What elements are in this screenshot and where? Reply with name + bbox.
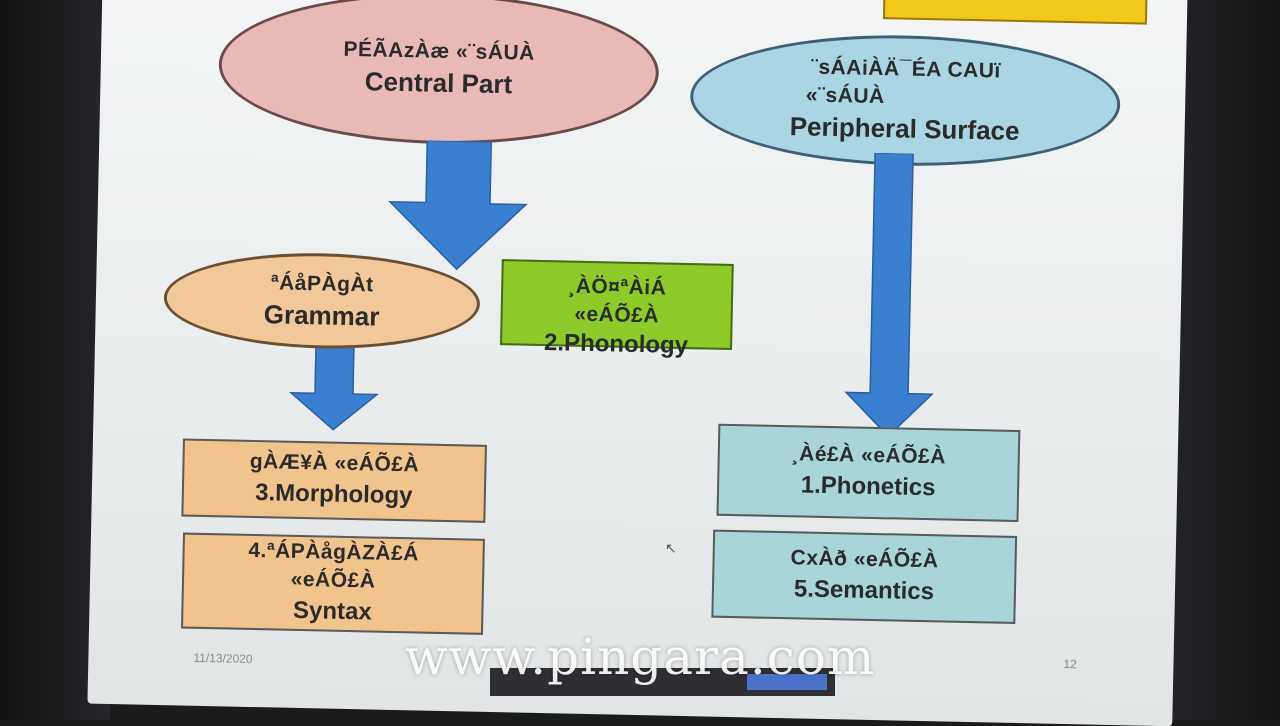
semantics-label: 5.Semantics — [793, 575, 935, 606]
morphology-box: gÀÆ¥À «eÁÕ£À 3.Morphology — [181, 438, 487, 523]
grammar-label: Grammar — [263, 298, 380, 332]
peripheral-surface-ellipse: ¨sÁAiÀÄ¯ÉA CAUï «¨sÁUÀ Peripheral Surfac… — [688, 31, 1122, 171]
toolbar-blue-button[interactable] — [747, 674, 827, 690]
central-part-ellipse: PÉÃAzÀæ «¨sÁUÀ Central Part — [217, 0, 661, 149]
mouse-cursor-icon: ↖ — [665, 540, 677, 556]
peripheral-surface-label: Peripheral Surface — [789, 111, 1020, 146]
syntax-label: Syntax — [292, 596, 373, 626]
phonology-label: 2.Phonology — [543, 329, 689, 360]
yellow-header-bar — [882, 0, 1148, 25]
presentation-slide: PÉÃAzÀæ «¨sÁUÀ Central Part ¨sÁAiÀÄ¯ÉA C… — [87, 0, 1188, 726]
watermark-text: www.pingara.com — [404, 628, 876, 686]
phonology-kannada-1: ¸ÀÖ¤ªÀiÁ — [567, 274, 667, 300]
syntax-box: 4.ªÁPÀågÀZÀ£Á «eÁÕ£À Syntax — [181, 532, 485, 635]
syntax-kannada-1: 4.ªÁPÀågÀZÀ£Á — [248, 538, 420, 566]
phonetics-kannada: ¸Àé£À «eÁÕ£À — [791, 442, 947, 469]
phonology-box: ¸ÀÖ¤ªÀiÁ «eÁÕ£À 2.Phonology — [500, 259, 734, 359]
arrow-grammar-to-morphology — [288, 340, 380, 431]
morphology-kannada: gÀÆ¥À «eÁÕ£À — [249, 449, 420, 477]
arrow-central-to-grammar — [388, 139, 528, 271]
syntax-kannada-2: «eÁÕ£À — [290, 567, 376, 593]
arrow-peripheral-to-phonetics — [844, 152, 934, 438]
morphology-label: 3.Morphology — [254, 479, 413, 510]
central-part-kannada: PÉÃAzÀæ «¨sÁUÀ — [343, 37, 536, 65]
peripheral-kannada-2: «¨sÁUÀ — [805, 83, 885, 109]
phonetics-box: ¸Àé£À «eÁÕ£À 1.Phonetics — [716, 423, 1021, 523]
presenter-toolbar[interactable] — [490, 668, 835, 696]
peripheral-kannada-1: ¨sÁAiÀÄ¯ÉA CAUï — [810, 55, 1002, 83]
semantics-box: CxÀð «eÁÕ£À 5.Semantics — [711, 529, 1018, 624]
semantics-kannada: CxÀð «eÁÕ£À — [790, 546, 939, 573]
phonetics-label: 1.Phonetics — [800, 471, 936, 502]
central-part-label: Central Part — [364, 66, 513, 100]
grammar-kannada: ªÁåPÀgÀt — [270, 270, 374, 296]
